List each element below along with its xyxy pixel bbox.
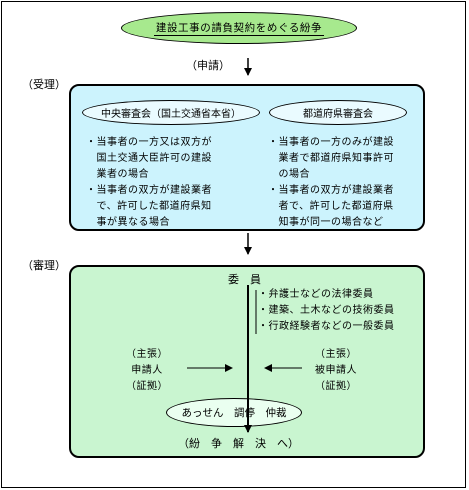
applicant-label: 申請人 (131, 365, 163, 376)
accept-section-label: （受理） (22, 78, 66, 91)
review-section-label: （審理） (22, 259, 66, 272)
prefecture-condition-line: 知事が同一の場合など (268, 217, 384, 228)
applicant-evidence: （証拠） (126, 381, 168, 392)
resolution-methods-oval: あっせん 調停 仲裁 (166, 398, 302, 427)
respondent-block: （主張） 被申請人 （証拠） (300, 347, 372, 395)
prefecture-conditions: ・当事者の一方のみが建設 業者で都道府県知事許可 の場合 ・当事者の双方が建設業… (268, 135, 394, 231)
diagram-title: 建設工事の請負契約をめぐる紛争 (153, 22, 325, 36)
central-conditions: ・当事者の一方又は双方が 国土交通大臣許可の建設 業者の場合 ・当事者の双方が建… (86, 135, 212, 231)
respondent-claim: （主張） (315, 349, 357, 360)
prefecture-council-oval: 都道府県審査会 (269, 100, 407, 125)
central-condition-line: 事が異なる場合 (86, 217, 170, 228)
prefecture-condition-line: 者で、許可した都道府県 (268, 201, 394, 212)
apply-step-label: （申請） (186, 59, 230, 72)
respondent-evidence: （証拠） (315, 381, 357, 392)
respondent-label: 被申請人 (315, 365, 357, 376)
committee-title: 委 員 (228, 273, 261, 286)
prefecture-condition-line: の場合 (268, 169, 310, 180)
central-condition-line: 国土交通大臣許可の建設 (86, 153, 212, 164)
central-council-label: 中央審査会（国土交通省本省） (101, 109, 241, 120)
central-condition-line: ・当事者の一方又は双方が (86, 137, 212, 148)
applicant-claim: （主張） (126, 349, 168, 360)
resolution-methods-label: あっせん 調停 仲裁 (181, 407, 287, 419)
title-oval: 建設工事の請負契約をめぐる紛争 (121, 12, 357, 44)
committee-member: ・弁護士などの法律委員 (258, 289, 374, 300)
central-council-oval: 中央審査会（国土交通省本省） (82, 100, 260, 125)
committee-members: ・弁護士などの法律委員 ・建築、土木などの技術委員 ・行政経験者などの一般委員 (258, 287, 395, 335)
dispute-resolution-label: （紛 争 解 決 へ） (178, 437, 299, 450)
prefecture-condition-line: ・当事者の一方のみが建設 (268, 137, 394, 148)
prefecture-council-label: 都道府県審査会 (303, 109, 373, 120)
central-condition-line: 業者の場合 (86, 169, 149, 180)
committee-member: ・建築、土木などの技術委員 (258, 305, 395, 316)
prefecture-condition-line: ・当事者の双方が建設業者 (268, 185, 394, 196)
applicant-block: （主張） 申請人 （証拠） (112, 347, 182, 395)
central-condition-line: で、許可した都道府県知 (86, 201, 212, 212)
central-condition-line: ・当事者の双方が建設業者 (86, 185, 212, 196)
prefecture-condition-line: 業者で都道府県知事許可 (268, 153, 394, 164)
committee-member: ・行政経験者などの一般委員 (258, 321, 395, 332)
